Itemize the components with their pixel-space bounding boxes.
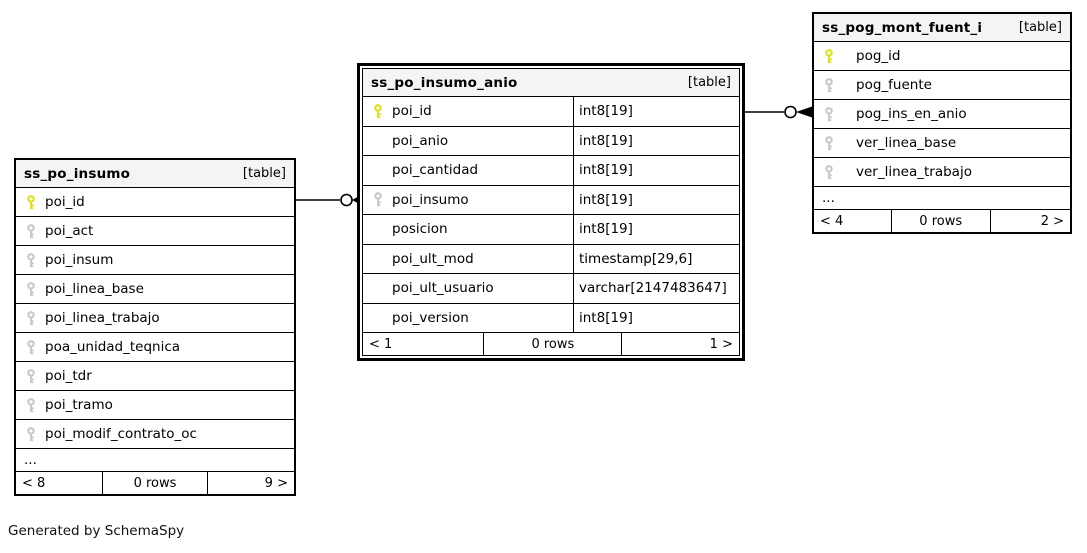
table-node-ss_po_insumo_anio: ss_po_insumo_anio [table] poi_id int8[19… (362, 68, 740, 356)
column-row-poi_linea_base[interactable]: poi_linea_base (16, 275, 294, 304)
column-type: int8[19] (573, 97, 739, 126)
column-type: int8[19] (573, 126, 739, 155)
column-name: pog_ins_en_anio (856, 106, 967, 122)
foreign-key-icon (374, 192, 382, 207)
column-name: posicion (392, 221, 448, 238)
column-name: poi_linea_base (45, 281, 144, 297)
table-type-badge: [table] (242, 166, 286, 181)
column-row-poi_anio[interactable]: poi_anio int8[19] (363, 126, 739, 156)
primary-key-icon (825, 48, 833, 63)
foreign-key-icon (27, 368, 35, 383)
column-name: pog_fuente (856, 77, 932, 93)
column-name: poi_cantidad (392, 162, 479, 179)
footer-row-count: 0 rows (890, 210, 991, 232)
column-row-poi_act[interactable]: poi_act (16, 217, 294, 246)
table-name: ss_po_insumo (24, 165, 131, 182)
column-type: int8[19] (573, 185, 739, 214)
foreign-key-icon (27, 310, 35, 325)
table-node-ss_pog_mont_fuent_i: ss_pog_mont_fuent_i [table] pog_id pog_f… (812, 12, 1072, 234)
column-row-posicion[interactable]: posicion int8[19] (363, 215, 739, 245)
column-row-poa_unidad_teqnica[interactable]: poa_unidad_teqnica (16, 333, 294, 362)
table-header-ss_po_insumo[interactable]: ss_po_insumo [table] (16, 160, 294, 188)
table-header-ss_po_insumo_anio[interactable]: ss_po_insumo_anio [table] (363, 69, 739, 97)
column-row-poi_id[interactable]: poi_id (16, 188, 294, 217)
column-name: poi_ult_mod (392, 250, 474, 267)
column-name: poi_anio (392, 132, 449, 149)
table-type-badge: [table] (1018, 20, 1062, 35)
column-row-pog_ins_en_anio[interactable]: pog_ins_en_anio (814, 100, 1070, 129)
column-row-poi_insumo[interactable]: poi_insumo int8[19] (363, 185, 739, 215)
foreign-key-icon (825, 135, 833, 150)
column-row-poi_version[interactable]: poi_version int8[19] (363, 303, 739, 333)
footer-children-count: < 1 (369, 336, 393, 352)
more-columns-ellipsis: ... (814, 187, 1070, 210)
foreign-key-icon (27, 281, 35, 296)
column-row-ver_linea_trabajo[interactable]: ver_linea_trabajo (814, 158, 1070, 187)
foreign-key-icon (825, 106, 833, 121)
column-name: poi_version (392, 309, 469, 326)
column-name: ver_linea_trabajo (856, 164, 972, 180)
column-row-poi_linea_trabajo[interactable]: poi_linea_trabajo (16, 304, 294, 333)
column-name: poi_tramo (45, 397, 113, 413)
column-type: timestamp[29,6] (573, 244, 739, 273)
column-name: poa_unidad_teqnica (45, 339, 181, 355)
column-row-poi_modif_contrato_oc[interactable]: poi_modif_contrato_oc (16, 420, 294, 449)
foreign-key-icon (27, 426, 35, 441)
footer-children-count: < 4 (820, 213, 844, 229)
footer-children-count: < 8 (22, 475, 46, 491)
column-type: int8[19] (573, 156, 739, 185)
footer-parents-count: 2 > (1040, 213, 1064, 229)
column-row-pog_fuente[interactable]: pog_fuente (814, 71, 1070, 100)
column-type: int8[19] (573, 303, 739, 332)
footer-parents-count: 9 > (264, 475, 288, 491)
foreign-key-icon (825, 164, 833, 179)
relationship-line-poi_id-to-pog_ins_en_anio (740, 105, 812, 119)
foreign-key-icon (27, 252, 35, 267)
column-name: poi_modif_contrato_oc (45, 426, 197, 442)
column-row-poi_tramo[interactable]: poi_tramo (16, 391, 294, 420)
column-name: poi_tdr (45, 368, 92, 384)
more-columns-ellipsis: ... (16, 449, 294, 472)
column-name: poi_insumo (392, 191, 469, 208)
relationship-line-poi_id-to-poi_insumo (296, 193, 362, 207)
primary-key-icon (27, 194, 35, 209)
footer-row-count: 0 rows (102, 472, 208, 494)
column-name: poi_ult_usuario (392, 280, 494, 297)
generated-by-label: Generated by SchemaSpy (8, 523, 185, 539)
column-name: poi_insum (45, 252, 114, 268)
foreign-key-icon (27, 339, 35, 354)
footer-parents-count: 1 > (709, 336, 733, 352)
column-row-poi_ult_mod[interactable]: poi_ult_mod timestamp[29,6] (363, 244, 739, 274)
column-name: poi_act (45, 223, 94, 239)
column-row-poi_ult_usuario[interactable]: poi_ult_usuario varchar[2147483647] (363, 274, 739, 304)
column-row-pog_id[interactable]: pog_id (814, 42, 1070, 71)
table-footer: < 1 0 rows 1 > (363, 333, 739, 355)
column-name: poi_id (392, 103, 432, 120)
column-type: varchar[2147483647] (573, 274, 739, 303)
primary-key-icon (374, 103, 382, 118)
column-name: ver_linea_base (856, 135, 957, 151)
column-type: int8[19] (573, 215, 739, 244)
foreign-key-icon (825, 77, 833, 92)
foreign-key-icon (27, 223, 35, 238)
column-row-ver_linea_base[interactable]: ver_linea_base (814, 129, 1070, 158)
column-row-poi_tdr[interactable]: poi_tdr (16, 362, 294, 391)
column-name: pog_id (856, 48, 901, 64)
table-footer: < 4 0 rows 2 > (814, 210, 1070, 232)
column-name: poi_id (45, 194, 85, 210)
column-row-poi_cantidad[interactable]: poi_cantidad int8[19] (363, 156, 739, 186)
table-type-badge: [table] (687, 75, 731, 90)
footer-row-count: 0 rows (483, 333, 623, 355)
table-node-ss_po_insumo: ss_po_insumo [table] poi_id poi_act poi_… (14, 158, 296, 496)
table-footer: < 8 0 rows 9 > (16, 472, 294, 494)
table-header-ss_pog_mont_fuent_i[interactable]: ss_pog_mont_fuent_i [table] (814, 14, 1070, 42)
table-name: ss_pog_mont_fuent_i (822, 19, 983, 36)
foreign-key-icon (27, 397, 35, 412)
table-name: ss_po_insumo_anio (371, 74, 518, 91)
column-row-poi_insum[interactable]: poi_insum (16, 246, 294, 275)
column-name: poi_linea_trabajo (45, 310, 160, 326)
column-row-poi_id[interactable]: poi_id int8[19] (363, 97, 739, 127)
